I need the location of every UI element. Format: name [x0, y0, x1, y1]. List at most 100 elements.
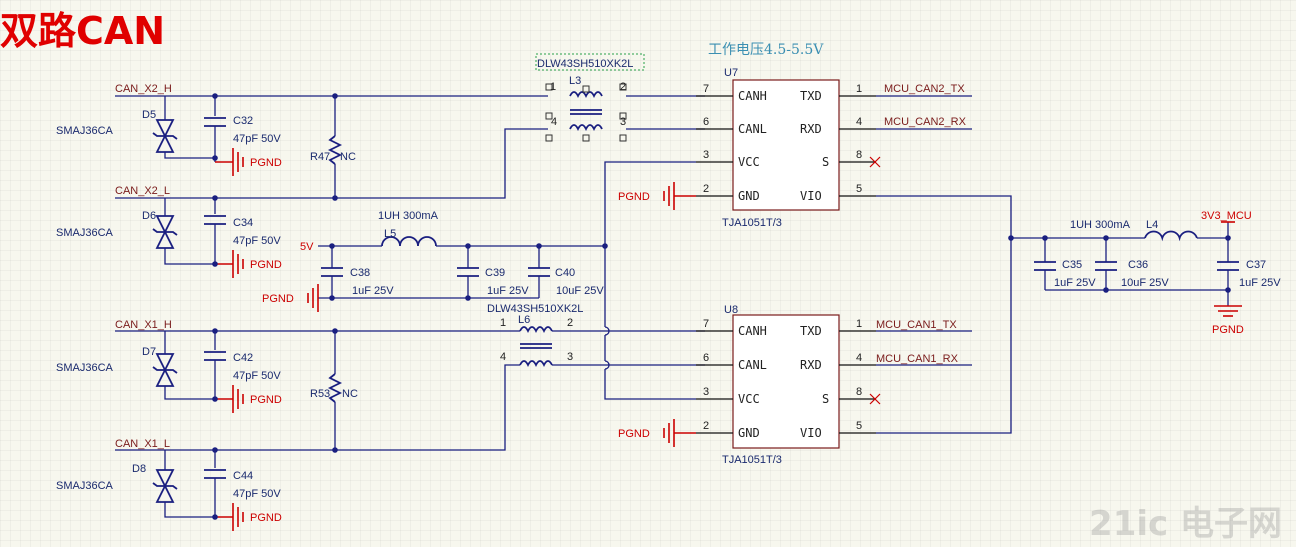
pin-num: 4: [856, 352, 862, 364]
capacitor-c35: [1034, 261, 1056, 290]
pin-num: 8: [856, 386, 862, 398]
wire-mcu-can2: [869, 95, 972, 168]
ref-d8: D8: [132, 463, 146, 475]
net-label-5v: 5V: [300, 241, 314, 253]
watermark-logo: 21ic 电子网: [1089, 504, 1282, 544]
value-c38: 1uF 25V: [352, 285, 394, 297]
pin-num: 2: [703, 183, 709, 195]
tvs-diode-d7: [152, 353, 215, 400]
ref-c37: C37: [1246, 259, 1266, 271]
capacitor-c42: [204, 351, 226, 399]
ref-r53: R53: [310, 388, 330, 400]
pgnd-label: PGND: [250, 394, 282, 406]
pin-name: TXD: [800, 89, 822, 103]
wire-5v-rail: [318, 245, 605, 268]
pin-num: 5: [856, 420, 862, 432]
pin-num: 1: [856, 318, 862, 330]
value-d6: SMAJ36CA: [56, 227, 114, 239]
net-label-can-x2-h: CAN_X2_H: [115, 83, 172, 95]
value-r47: NC: [340, 151, 356, 163]
wire-can-x1-l: [115, 364, 705, 470]
wire-can-x2-h: [115, 95, 705, 136]
pin-l6-1: 1: [500, 317, 506, 329]
value-d8: SMAJ36CA: [56, 480, 114, 492]
capacitor-c44: [204, 469, 226, 517]
value-c34: 47pF 50V: [233, 235, 281, 247]
net-label-can-x1-h: CAN_X1_H: [115, 319, 172, 331]
ref-l4: L4: [1146, 219, 1158, 231]
ref-l3: L3: [569, 75, 581, 87]
wire-u8-vcc: [604, 246, 696, 400]
pin-name: VCC: [738, 392, 760, 406]
pgnd-label: PGND: [250, 157, 282, 169]
value-c39: 1uF 25V: [487, 285, 529, 297]
pgnd-label: PGND: [1212, 324, 1244, 336]
pin-name: VIO: [800, 189, 822, 203]
value-c44: 47pF 50V: [233, 488, 281, 500]
tvs-diode-d5: [152, 119, 215, 159]
ref-c32: C32: [233, 115, 253, 127]
pin-name: CANL: [738, 122, 767, 136]
pin-num: 5: [856, 183, 862, 195]
capacitor-c39: [457, 267, 479, 298]
pgnd-symbol: [215, 503, 244, 531]
wire-u7-vcc: [604, 161, 696, 246]
pgnd-symbol: [215, 148, 244, 176]
net-label-can-x1-l: CAN_X1_L: [115, 438, 170, 450]
transceiver-u7: [696, 79, 876, 211]
pin-name: S: [822, 155, 829, 169]
net-label-mcu-can1-rx: MCU_CAN1_RX: [876, 353, 959, 365]
pin-num: 6: [703, 116, 709, 128]
pin-name: CANH: [738, 324, 767, 338]
capacitor-c36: [1095, 261, 1117, 290]
pin-num: 6: [703, 352, 709, 364]
pgnd-symbol: [307, 284, 319, 312]
pin-num: 3: [703, 149, 709, 161]
value-l3: DLW43SH510XK2L: [537, 58, 633, 70]
pgnd-label: PGND: [262, 293, 294, 305]
pin-name: CANH: [738, 89, 767, 103]
net-label-mcu-can1-tx: MCU_CAN1_TX: [876, 319, 957, 331]
wire-can-x1-h: [115, 330, 705, 374]
pin-num: 4: [856, 116, 862, 128]
pin-name: RXD: [800, 358, 822, 372]
ref-c44: C44: [233, 470, 253, 482]
value-r53: NC: [342, 388, 358, 400]
transceiver-u8: [696, 314, 876, 449]
value-d7: SMAJ36CA: [56, 362, 114, 374]
net-label-can-x2-l: CAN_X2_L: [115, 185, 170, 197]
value-l5: 1UH 300mA: [378, 210, 439, 222]
common-mode-choke-l6: [519, 326, 553, 368]
pin-l3-2: 2: [620, 81, 626, 93]
ref-u7: U7: [724, 67, 738, 79]
supply-voltage-note: 工作电压4.5-5.5V: [708, 42, 824, 58]
pin-name: S: [822, 392, 829, 406]
ref-c36: C36: [1128, 259, 1148, 271]
resistor-r47: [327, 135, 343, 198]
tvs-diode-d8: [152, 469, 215, 518]
pin-name: TXD: [800, 324, 822, 338]
pin-name: GND: [738, 189, 760, 203]
value-c37: 1uF 25V: [1239, 277, 1281, 289]
pin-name: RXD: [800, 122, 822, 136]
ref-l6: L6: [518, 314, 530, 326]
value-u7: TJA1051T/3: [722, 217, 782, 229]
pin-num: 7: [703, 83, 709, 95]
wire-mcu-can1: [869, 330, 972, 405]
ref-c40: C40: [555, 267, 575, 279]
pgnd-label: PGND: [618, 428, 650, 440]
value-c35: 1uF 25V: [1054, 277, 1096, 289]
ref-c38: C38: [350, 267, 370, 279]
value-l6: DLW43SH510XK2L: [487, 303, 583, 315]
ref-d5: D5: [142, 109, 156, 121]
pin-l6-2: 2: [567, 317, 573, 329]
net-label-mcu-can2-rx: MCU_CAN2_RX: [884, 116, 967, 128]
schematic-title: 双路CAN: [0, 9, 166, 53]
pin-name: VCC: [738, 155, 760, 169]
pin-l3-3: 3: [620, 116, 626, 128]
capacitor-c38: [321, 267, 343, 298]
ref-l5: L5: [384, 228, 396, 240]
pgnd-label: PGND: [250, 512, 282, 524]
ref-c35: C35: [1062, 259, 1082, 271]
